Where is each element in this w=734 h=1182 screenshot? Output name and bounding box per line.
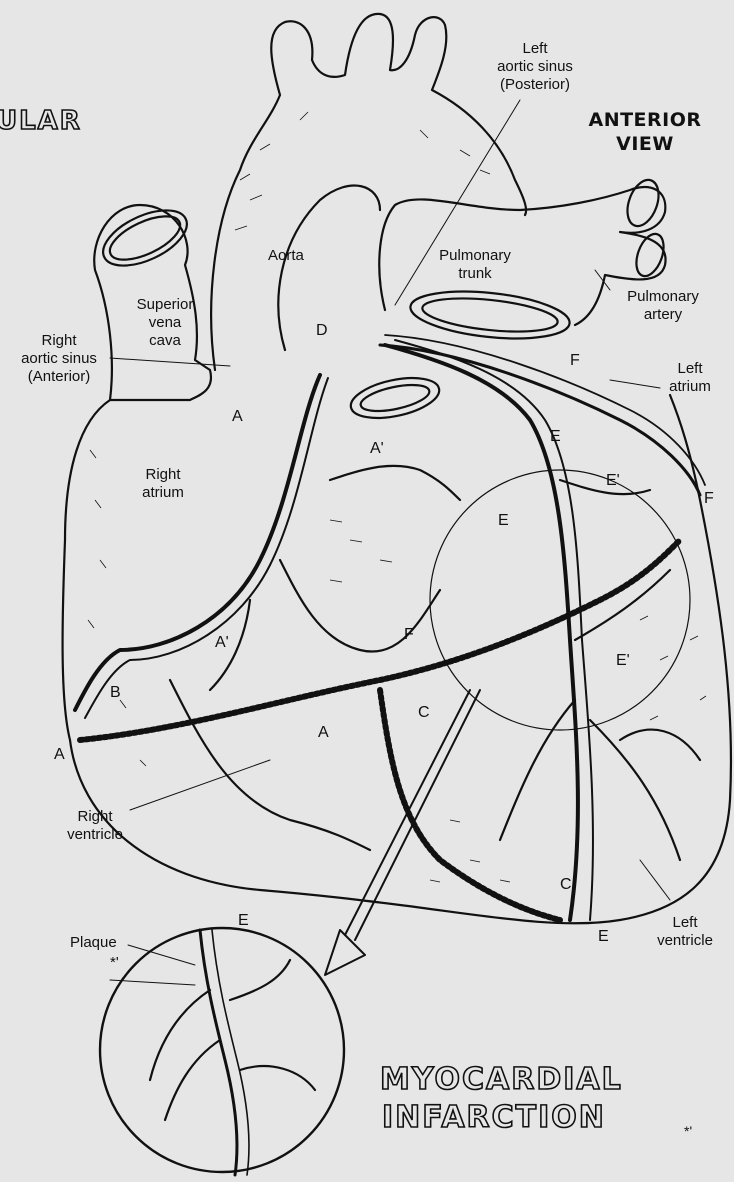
marker-e-3: E — [598, 928, 609, 946]
label-right-ventricle-l1: Right — [50, 808, 140, 826]
small-cardiac-vein — [380, 690, 560, 920]
heading-fragment: ULAR — [0, 106, 82, 136]
label-left-ventricle: Left ventricle — [645, 914, 725, 950]
pulmonary-artery-opening-bottom — [631, 230, 669, 280]
marker-a-3: A — [54, 746, 65, 764]
label-pulmonary-trunk-l1: Pulmonary — [425, 247, 525, 265]
right-coronary-artery — [75, 375, 320, 710]
leader-right-ventricle — [130, 760, 270, 810]
title-line2: INFARCTION — [382, 1100, 606, 1135]
label-aorta: Aorta — [268, 247, 304, 265]
label-left-aortic-sinus-l3: (Posterior) — [470, 76, 600, 94]
label-right-aortic-sinus-l3: (Anterior) — [4, 368, 114, 386]
label-right-aortic-sinus-l2: aortic sinus — [4, 350, 114, 368]
svc-opening — [95, 199, 195, 277]
label-left-atrium-l2: atrium — [655, 378, 725, 396]
marker-f-3: F — [404, 626, 414, 644]
label-right-ventricle-l2: ventricle — [50, 826, 140, 844]
branch-lv-3 — [620, 730, 700, 760]
marker-e-2: E — [498, 512, 509, 530]
label-pulmonary-artery-l2: artery — [608, 306, 718, 324]
aorta-inner — [278, 186, 380, 350]
label-plaque: Plaque — [70, 934, 117, 952]
label-svc-l1: Superior — [120, 296, 210, 314]
marker-a-2: A — [318, 724, 329, 742]
marker-a-prime-1: A' — [370, 440, 384, 458]
label-right-atrium-l1: Right — [128, 466, 198, 484]
inset-arrow — [325, 690, 480, 975]
label-left-aortic-sinus-l2: aortic sinus — [470, 58, 600, 76]
marker-f-2: F — [704, 490, 714, 508]
leader-left-atrium — [610, 380, 660, 388]
marker-b: B — [110, 684, 121, 702]
label-right-ventricle: Right ventricle — [50, 808, 140, 844]
leader-left-ventricle — [640, 860, 670, 900]
view-heading: ANTERIOR VIEW — [580, 108, 710, 156]
marker-e-inset: E — [238, 912, 249, 930]
marker-c-2: C — [560, 876, 572, 894]
pulmonary-artery-opening-top — [622, 176, 665, 231]
branch-a-prime-2 — [280, 560, 440, 652]
branch-e-prime-1 — [560, 480, 650, 494]
label-pulmonary-trunk-l2: trunk — [425, 265, 525, 283]
title-mark: *' — [684, 1122, 692, 1140]
view-heading-line1: ANTERIOR — [580, 108, 710, 132]
label-pulmonary-artery-l1: Pulmonary — [608, 288, 718, 306]
marker-f-1: F — [570, 352, 580, 370]
label-left-aortic-sinus: Left aortic sinus (Posterior) — [470, 40, 600, 94]
label-right-aortic-sinus-l1: Right — [4, 332, 114, 350]
circumflex-artery — [380, 345, 700, 495]
title-line1: MYOCARDIAL — [380, 1062, 623, 1097]
label-right-atrium-l2: atrium — [128, 484, 198, 502]
view-heading-line2: VIEW — [580, 132, 710, 156]
label-right-atrium: Right atrium — [128, 466, 198, 502]
label-right-aortic-sinus: Right aortic sinus (Anterior) — [4, 332, 114, 386]
label-plaque-mark: *' — [110, 954, 119, 972]
label-pulmonary-trunk: Pulmonary trunk — [425, 247, 525, 283]
marker-a-1: A — [232, 408, 243, 426]
branch-a-prime-1 — [330, 466, 460, 500]
label-left-ventricle-l2: ventricle — [645, 932, 725, 950]
label-left-atrium-l1: Left — [655, 360, 725, 378]
pulmonary-opening — [408, 285, 572, 345]
label-left-aortic-sinus-l1: Left — [470, 40, 600, 58]
marker-e-prime-2: E' — [616, 652, 630, 670]
label-left-atrium: Left atrium — [655, 360, 725, 396]
label-pulmonary-artery: Pulmonary artery — [608, 288, 718, 324]
leader-right-aortic-sinus — [110, 358, 230, 366]
aortic-root-opening — [347, 371, 443, 425]
marker-e-prime-1: E' — [606, 472, 620, 490]
branch-lv-2 — [590, 720, 680, 860]
marker-d: D — [316, 322, 328, 340]
marker-c-1: C — [418, 704, 430, 722]
label-svc-l2: vena — [120, 314, 210, 332]
marker-a-prime-2: A' — [215, 634, 229, 652]
label-left-ventricle-l1: Left — [645, 914, 725, 932]
marker-e-1: E — [550, 428, 561, 446]
label-svc-l3: cava — [120, 332, 210, 350]
label-superior-vena-cava: Superior vena cava — [120, 296, 210, 350]
